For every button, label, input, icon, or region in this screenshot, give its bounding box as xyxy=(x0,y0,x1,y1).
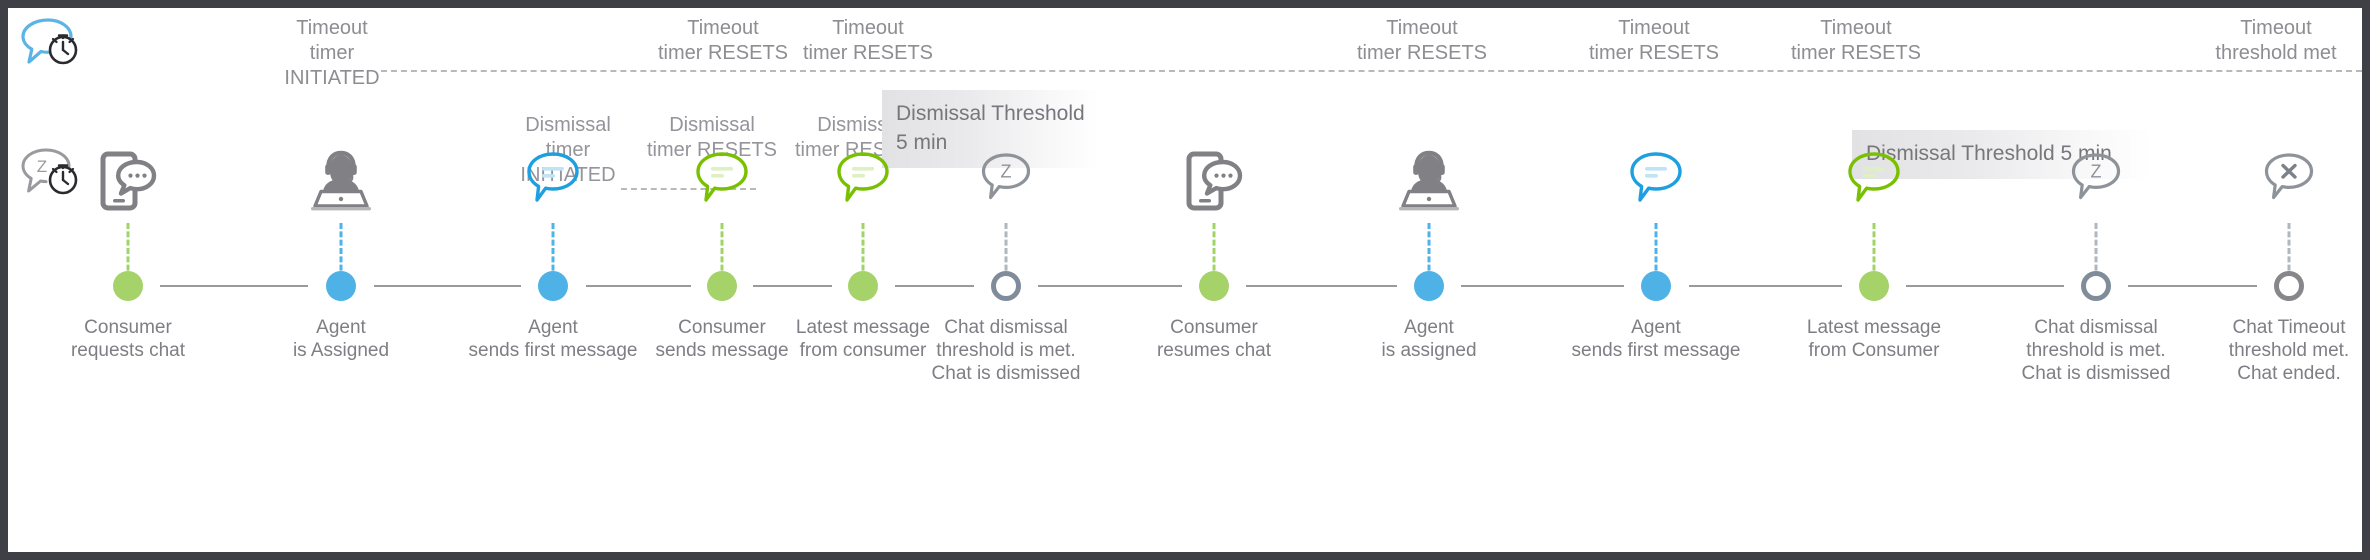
node-vertical-dash xyxy=(861,223,865,279)
timeline-node-label-latest-message-from-consumer-2: Latest message from Consumer xyxy=(1806,317,1942,361)
timeline-node-dot-chat-dismissal-threshold-met-1[interactable] xyxy=(991,271,1021,301)
timeout-timer-label: Timeout timer RESETS xyxy=(1588,17,1720,64)
node-icon-latest-message-from-consumer-2[interactable] xyxy=(1846,150,1902,206)
sleep-bubble-stopwatch-icon: Z xyxy=(21,148,78,195)
close-bubble-icon xyxy=(2264,153,2314,200)
timeline-node-dot-latest-message-from-consumer-1[interactable] xyxy=(848,271,878,301)
node-icon-agent-sends-first-message-2[interactable] xyxy=(1628,150,1684,206)
node-icon-agent-is-assigned-1[interactable] xyxy=(308,150,374,212)
node-vertical-dash xyxy=(2287,223,2291,279)
timeline-connector xyxy=(895,285,974,287)
chat-bubble-stopwatch-icon xyxy=(21,18,78,65)
timeline-node-dot-consumer-requests-chat[interactable] xyxy=(113,271,143,301)
node-icon-latest-message-from-consumer-1[interactable] xyxy=(835,150,891,206)
node-icon-chat-dismissal-threshold-met-1[interactable]: Z xyxy=(978,150,1034,206)
timeout-timer-label: Timeout timer RESETS xyxy=(657,17,789,64)
node-vertical-dash xyxy=(2094,223,2098,279)
timeout-timer-label: Timeout threshold met xyxy=(2215,17,2337,64)
node-vertical-dash xyxy=(1212,223,1216,279)
node-icon-consumer-requests-chat[interactable] xyxy=(99,150,157,212)
timeline-connector xyxy=(753,285,832,287)
sleep-bubble-icon: Z xyxy=(2071,153,2121,200)
svg-text:Z: Z xyxy=(2091,162,2102,182)
dismissal-timer-dashed-rule xyxy=(621,188,756,190)
timeline-node-label-agent-sends-first-message-2: Agent sends first message xyxy=(1571,317,1741,361)
phone-chat-icon xyxy=(1186,151,1243,211)
timeline-node-label-consumer-resumes-chat: Consumer resumes chat xyxy=(1156,317,1272,361)
timeout-timer-label: Timeout timer INITIATED xyxy=(284,17,380,89)
chat-bubble-blue-icon xyxy=(1630,152,1682,202)
timeline-connector xyxy=(374,285,521,287)
node-icon-chat-timeout-threshold-met[interactable] xyxy=(2261,150,2317,206)
diagram-canvas: Z Timeout timer INITIATED Timeout timer R… xyxy=(8,8,2362,552)
node-vertical-dash xyxy=(1427,223,1431,279)
dismissal-timer-legend: Z xyxy=(16,144,86,204)
timeline-node-label-consumer-requests-chat: Consumer requests chat xyxy=(70,317,186,361)
timeout-timer-legend xyxy=(16,14,86,74)
timeline-connector xyxy=(1906,285,2064,287)
node-vertical-dash xyxy=(339,223,343,279)
timeout-timer-dashed-rule xyxy=(381,70,2362,72)
timeline-connector xyxy=(1246,285,1397,287)
svg-text:Z: Z xyxy=(37,157,47,176)
node-vertical-dash xyxy=(126,223,130,279)
timeline-node-dot-agent-sends-first-message-2[interactable] xyxy=(1641,271,1671,301)
timeline-node-dot-agent-is-assigned-2[interactable] xyxy=(1414,271,1444,301)
node-vertical-dash xyxy=(551,223,555,279)
timeline-node-label-agent-is-assigned-1: Agent is Assigned xyxy=(292,317,390,361)
node-icon-chat-dismissal-threshold-met-2[interactable]: Z xyxy=(2068,150,2124,206)
timeline-node-dot-chat-timeout-threshold-met[interactable] xyxy=(2274,271,2304,301)
chat-bubble-green-icon xyxy=(1848,152,1900,202)
chat-bubble-blue-icon xyxy=(527,152,579,202)
timeline-node-label-chat-dismissal-threshold-met-1: Chat dismissal threshold is met. Chat is… xyxy=(931,317,1081,384)
timeline-node-label-consumer-sends-message: Consumer sends message xyxy=(655,317,789,361)
node-vertical-dash xyxy=(1654,223,1658,279)
timeline-node-dot-agent-sends-first-message-1[interactable] xyxy=(538,271,568,301)
timeout-timer-label: Timeout timer RESETS xyxy=(1356,17,1488,64)
timeline-node-dot-latest-message-from-consumer-2[interactable] xyxy=(1859,271,1889,301)
node-icon-agent-is-assigned-2[interactable] xyxy=(1396,150,1462,212)
timeline-connector xyxy=(2128,285,2257,287)
chat-bubble-green-icon xyxy=(837,152,889,202)
dismissal-threshold-box-2: Dismissal Threshold 5 min xyxy=(1852,130,2152,179)
timeline-node-dot-agent-is-assigned-1[interactable] xyxy=(326,271,356,301)
timeline-connector xyxy=(160,285,308,287)
timeline-node-label-latest-message-from-consumer-1: Latest message from consumer xyxy=(795,317,931,361)
node-vertical-dash xyxy=(1004,223,1008,279)
timeline-connector xyxy=(1461,285,1624,287)
node-icon-agent-sends-first-message-1[interactable] xyxy=(525,150,581,206)
timeout-timer-label: Timeout timer RESETS xyxy=(1790,17,1922,64)
timeline-connector xyxy=(1689,285,1842,287)
chat-bubble-green-icon xyxy=(696,152,748,202)
timeline-node-dot-chat-dismissal-threshold-met-2[interactable] xyxy=(2081,271,2111,301)
timeline-node-label-agent-is-assigned-2: Agent is assigned xyxy=(1381,317,1477,361)
timeline-node-label-agent-sends-first-message-1: Agent sends first message xyxy=(468,317,638,361)
svg-text:Z: Z xyxy=(1001,162,1012,182)
timeline-node-dot-consumer-resumes-chat[interactable] xyxy=(1199,271,1229,301)
phone-chat-icon xyxy=(100,151,157,211)
agent-laptop-icon xyxy=(1399,150,1459,211)
timeline-node-dot-consumer-sends-message[interactable] xyxy=(707,271,737,301)
dismissal-threshold-box-1: Dismissal Threshold 5 min xyxy=(882,90,1100,168)
timeline-node-label-chat-dismissal-threshold-met-2: Chat dismissal threshold is met. Chat is… xyxy=(2021,317,2171,384)
timeline-connector xyxy=(1038,285,1182,287)
node-vertical-dash xyxy=(1872,223,1876,279)
node-vertical-dash xyxy=(720,223,724,279)
timeline-node-label-chat-timeout-threshold-met: Chat Timeout threshold met. Chat ended. xyxy=(2228,317,2350,384)
sleep-bubble-icon: Z xyxy=(981,153,1031,200)
agent-laptop-icon xyxy=(311,150,371,211)
timeout-timer-label: Timeout timer RESETS xyxy=(802,17,934,64)
node-icon-consumer-sends-message[interactable] xyxy=(694,150,750,206)
timeline-connector xyxy=(586,285,691,287)
node-icon-consumer-resumes-chat[interactable] xyxy=(1185,150,1243,212)
